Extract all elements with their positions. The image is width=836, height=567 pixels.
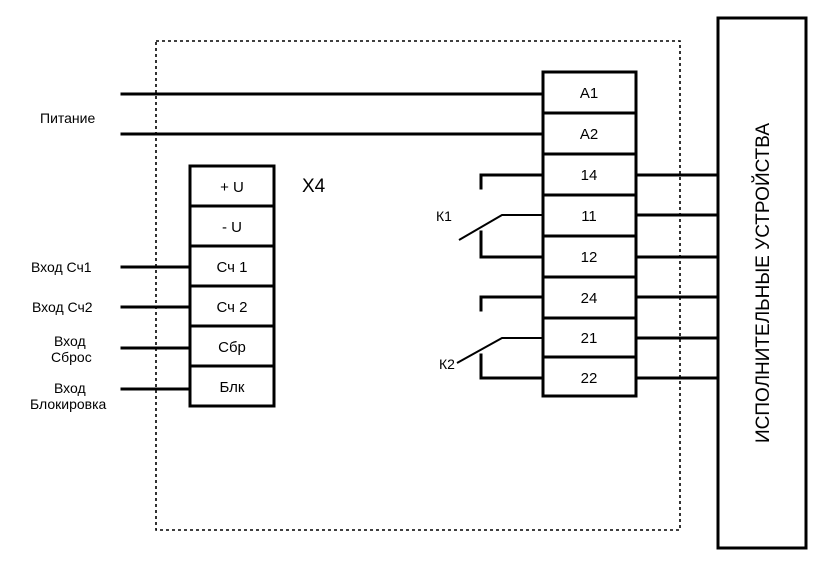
relay-k1-contacts: [458, 173, 545, 259]
relay-k2-label: К2: [439, 356, 455, 372]
terminal-12: 12: [581, 249, 598, 266]
k2-normally-closed-contact: [479, 353, 545, 380]
terminal-14: 14: [581, 167, 598, 184]
input-label-reset-1: Вход: [54, 333, 86, 349]
module-label: X4: [302, 176, 326, 197]
terminal-22: 22: [581, 370, 598, 387]
terminal-block: Блк: [220, 379, 245, 396]
k1-switch-arm: [458, 214, 543, 241]
k2-switch-arm: [456, 337, 543, 364]
input-label-block-2: Блокировка: [30, 396, 107, 412]
actuators-label: ИСПОЛНИТЕЛЬНЫЕ УСТРОЙСТВА: [752, 123, 774, 443]
terminal-plus-u: + U: [220, 179, 244, 196]
input-label-count2: Вход Сч2: [32, 299, 93, 315]
right-terminal-block: A1 A2 14 11 12 24 21 22: [541, 70, 638, 398]
terminal-reset: Сбр: [218, 339, 246, 356]
terminal-21: 21: [581, 330, 598, 347]
terminal-minus-u: - U: [222, 219, 242, 236]
device-enclosure: [155, 40, 681, 531]
terminal-a1: A1: [580, 85, 598, 102]
left-terminal-block: + U - U Сч 1 Сч 2 Сбр Блк: [188, 164, 276, 408]
terminal-a2: A2: [580, 126, 598, 143]
relay-k2-contacts: [456, 295, 545, 380]
input-label-count1: Вход Сч1: [31, 259, 92, 275]
k1-normally-closed-contact: [479, 230, 545, 259]
power-label: Питание: [40, 110, 95, 126]
input-label-block-1: Вход: [54, 380, 86, 396]
relay-k1-label: К1: [436, 208, 452, 224]
terminal-24: 24: [581, 290, 598, 307]
k2-normally-open-contact: [479, 295, 545, 312]
terminal-count1: Сч 1: [217, 259, 248, 276]
terminal-11: 11: [581, 208, 597, 225]
terminal-count2: Сч 2: [217, 299, 248, 316]
actuators-box: [716, 16, 808, 550]
k1-normally-open-contact: [479, 173, 545, 190]
input-label-reset-2: Сброс: [51, 349, 92, 365]
right-terminal-frame: [541, 70, 638, 398]
